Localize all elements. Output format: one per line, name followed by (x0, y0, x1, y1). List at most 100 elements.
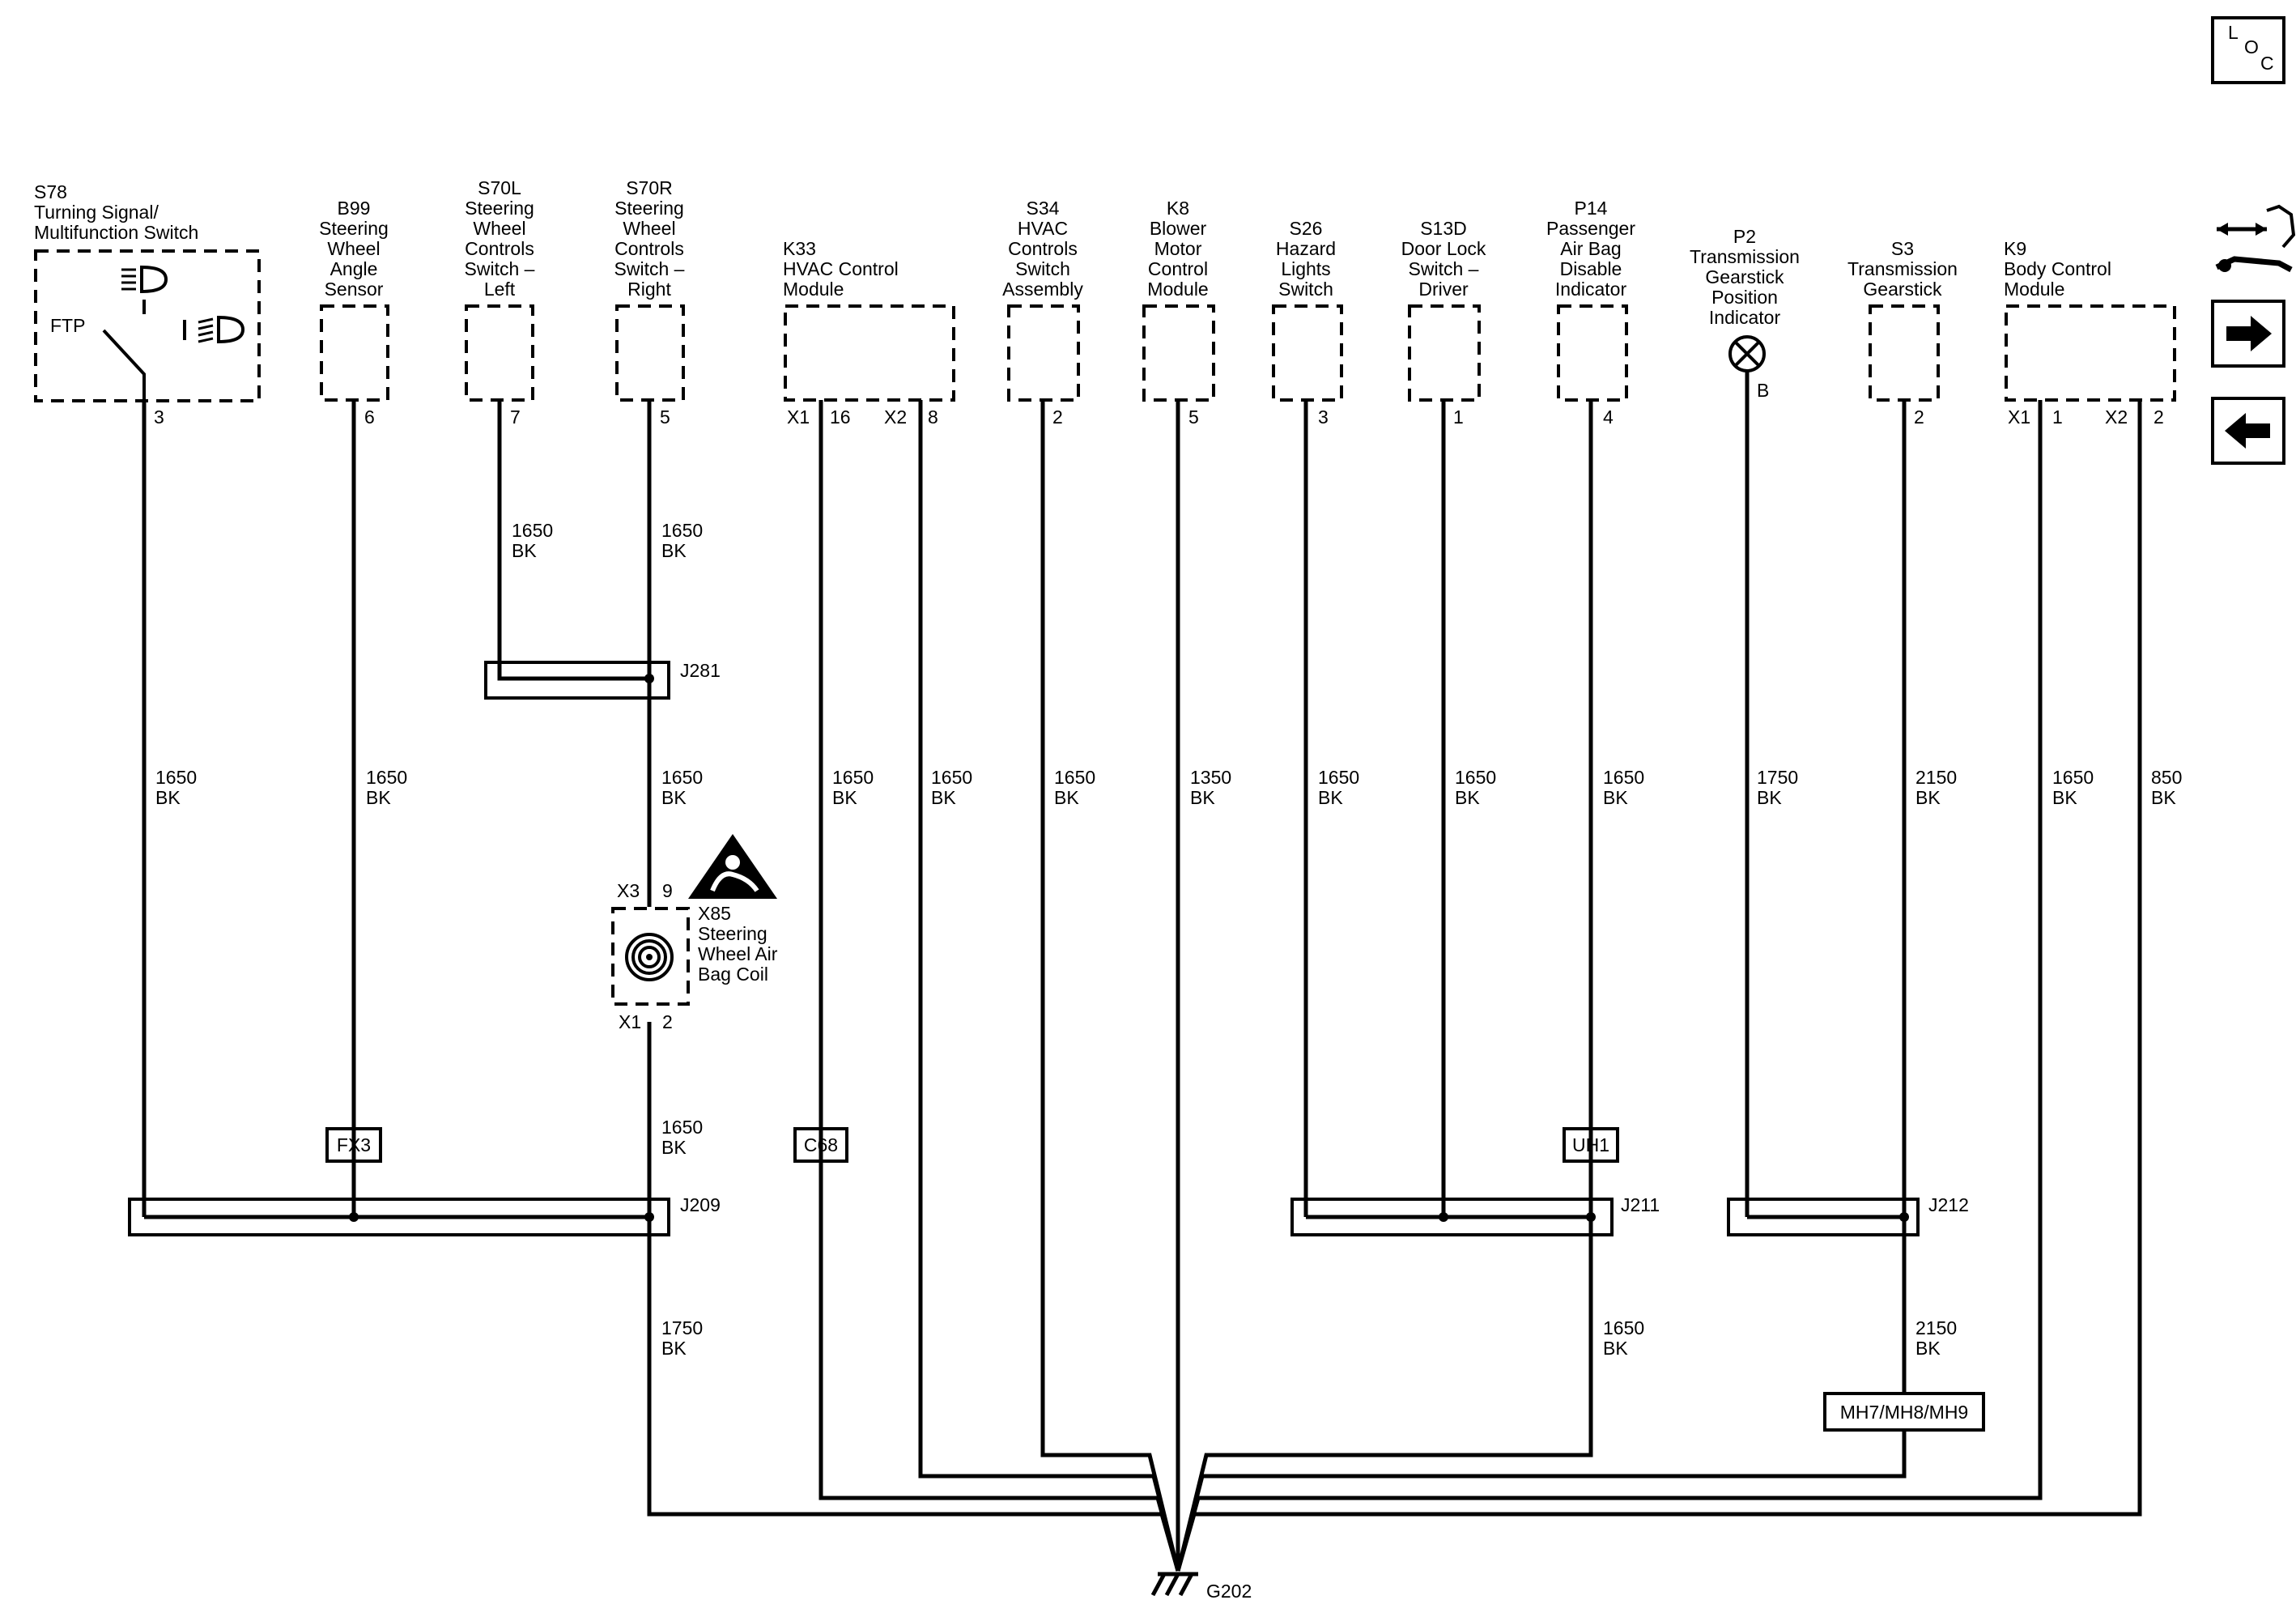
svg-text:Controls: Controls (465, 238, 534, 259)
svg-text:L: L (2228, 22, 2239, 43)
component-s13d-title: S13D Door Lock Switch – Driver (1401, 218, 1486, 300)
svg-text:Switch –: Switch – (1409, 258, 1479, 279)
wire-gauge-label: 1350 (1190, 767, 1231, 788)
wires (142, 371, 2142, 1572)
svg-text:Controls: Controls (1008, 238, 1078, 259)
svg-text:FX3: FX3 (337, 1134, 371, 1155)
component-s34-title: S34 HVAC Controls Switch Assembly (1002, 198, 1083, 300)
wire-gauge-label: 1650 (2052, 767, 2094, 788)
option-mh: MH7/MH8/MH9 (1823, 1392, 1985, 1432)
pin-label: 3 (154, 406, 164, 428)
pin-label: X2 (884, 406, 907, 428)
wire-gauge-label: 1650 (661, 520, 703, 541)
svg-text:Sensor: Sensor (325, 279, 384, 300)
wire-color-label: BK (1190, 787, 1215, 808)
pin-label: 2 (1052, 406, 1063, 428)
component-k33-box (784, 304, 955, 402)
svg-text:Steering: Steering (465, 198, 534, 219)
wire-color-label: BK (2052, 787, 2077, 808)
svg-text:Blower: Blower (1150, 218, 1207, 239)
pin-label: 1 (2052, 406, 2063, 428)
pin-label: 1 (1453, 406, 1464, 428)
svg-text:Gearstick: Gearstick (1705, 266, 1784, 287)
wire-gauge-label: 1650 (931, 767, 972, 788)
component-s26-title: S26 Hazard Lights Switch (1276, 218, 1336, 300)
wire-gauge-label: 1650 (512, 520, 553, 541)
component-k33-title: K33 HVAC Control Module (783, 238, 899, 300)
component-s78-box: FTP (34, 249, 261, 402)
pin-label: 7 (510, 406, 521, 428)
svg-text:K8: K8 (1167, 198, 1189, 219)
wire-gauge-label: 850 (2151, 767, 2182, 788)
previous-page-button[interactable] (2211, 397, 2285, 465)
wire-gauge-label: 1650 (661, 767, 703, 788)
indicator-lamp-icon (1728, 335, 1766, 372)
svg-text:Passenger: Passenger (1546, 218, 1635, 239)
svg-text:Lights: Lights (1281, 258, 1330, 279)
wire-color-label: BK (1757, 787, 1782, 808)
svg-text:Switch –: Switch – (465, 258, 535, 279)
svg-text:Gearstick: Gearstick (1863, 279, 1942, 300)
svg-text:J209: J209 (680, 1194, 721, 1215)
svg-text:Switch: Switch (1015, 258, 1070, 279)
svg-text:Right: Right (627, 279, 671, 300)
component-s70r-box (615, 304, 685, 402)
wire-color-label: BK (661, 1137, 687, 1158)
component-s70l-title: S70L Steering Wheel Controls Switch – Le… (465, 177, 535, 300)
svg-text:X85: X85 (698, 903, 731, 924)
component-p14-title: P14 Passenger Air Bag Disable Indicator (1546, 198, 1635, 300)
svg-text:HVAC: HVAC (1018, 218, 1068, 239)
svg-text:Wheel Air: Wheel Air (698, 943, 778, 964)
svg-text:UH1: UH1 (1572, 1134, 1609, 1155)
svg-text:Indicator: Indicator (1555, 279, 1627, 300)
pin-label: X1 (2008, 406, 2030, 428)
svg-text:Switch: Switch (1278, 279, 1333, 300)
svg-text:Switch –: Switch – (614, 258, 685, 279)
svg-text:Disable: Disable (1560, 258, 1622, 279)
svg-text:Hazard: Hazard (1276, 238, 1336, 259)
svg-text:Module: Module (1147, 279, 1208, 300)
svg-text:J211: J211 (1621, 1194, 1660, 1215)
next-page-button[interactable] (2211, 300, 2285, 368)
wire-gauge-label: 1650 (1603, 767, 1644, 788)
pin-label: X1 (787, 406, 810, 428)
wire-color-label: BK (2151, 787, 2176, 808)
component-k8-box (1142, 304, 1215, 402)
pin-label: X2 (2105, 406, 2128, 428)
wire-gauge-label: 2150 (1915, 1317, 1957, 1338)
svg-text:Indicator: Indicator (1709, 307, 1781, 328)
wire-color-label: BK (661, 787, 687, 808)
loc-button[interactable]: L O C (2211, 16, 2285, 84)
svg-text:P2: P2 (1733, 226, 1756, 247)
svg-text:X3: X3 (617, 880, 640, 901)
svg-text:C68: C68 (804, 1134, 838, 1155)
pin-labels: 3 6 7 5 X1 16 X2 8 2 5 3 1 4 B 2 X1 1 X2… (154, 380, 2164, 428)
component-s34-box (1007, 304, 1080, 402)
splice-j209: J209 (128, 1194, 721, 1236)
wire-color-label: BK (512, 540, 537, 561)
svg-text:Multifunction Switch: Multifunction Switch (34, 222, 198, 243)
option-c68: C68 (793, 1127, 848, 1163)
component-x85: X3 9 X1 2 X85 Steering Wheel Air Bag Coi… (611, 834, 778, 1032)
svg-text:Steering: Steering (319, 218, 389, 239)
component-s3-box (1869, 304, 1940, 402)
component-k9-title: K9 Body Control Module (2004, 238, 2111, 300)
connector-end-view-icon[interactable] (2215, 204, 2296, 273)
svg-text:Module: Module (783, 279, 844, 300)
wire-color-label: BK (661, 1338, 687, 1359)
svg-text:Bag Coil: Bag Coil (698, 964, 768, 985)
pin-label: 16 (830, 406, 851, 428)
wire-color-label: BK (1603, 787, 1628, 808)
component-k9-box (2005, 304, 2176, 402)
wire-gauge-label: 1650 (832, 767, 874, 788)
svg-text:Wheel: Wheel (473, 218, 525, 239)
svg-text:Wheel: Wheel (623, 218, 675, 239)
component-p14-box (1557, 304, 1628, 402)
wire-gauge-label: 1650 (1318, 767, 1359, 788)
svg-text:S34: S34 (1027, 198, 1060, 219)
svg-text:Air Bag: Air Bag (1560, 238, 1621, 259)
svg-text:Module: Module (2004, 279, 2064, 300)
pin-label: 2 (1914, 406, 1924, 428)
wire-color-label: BK (1915, 787, 1941, 808)
